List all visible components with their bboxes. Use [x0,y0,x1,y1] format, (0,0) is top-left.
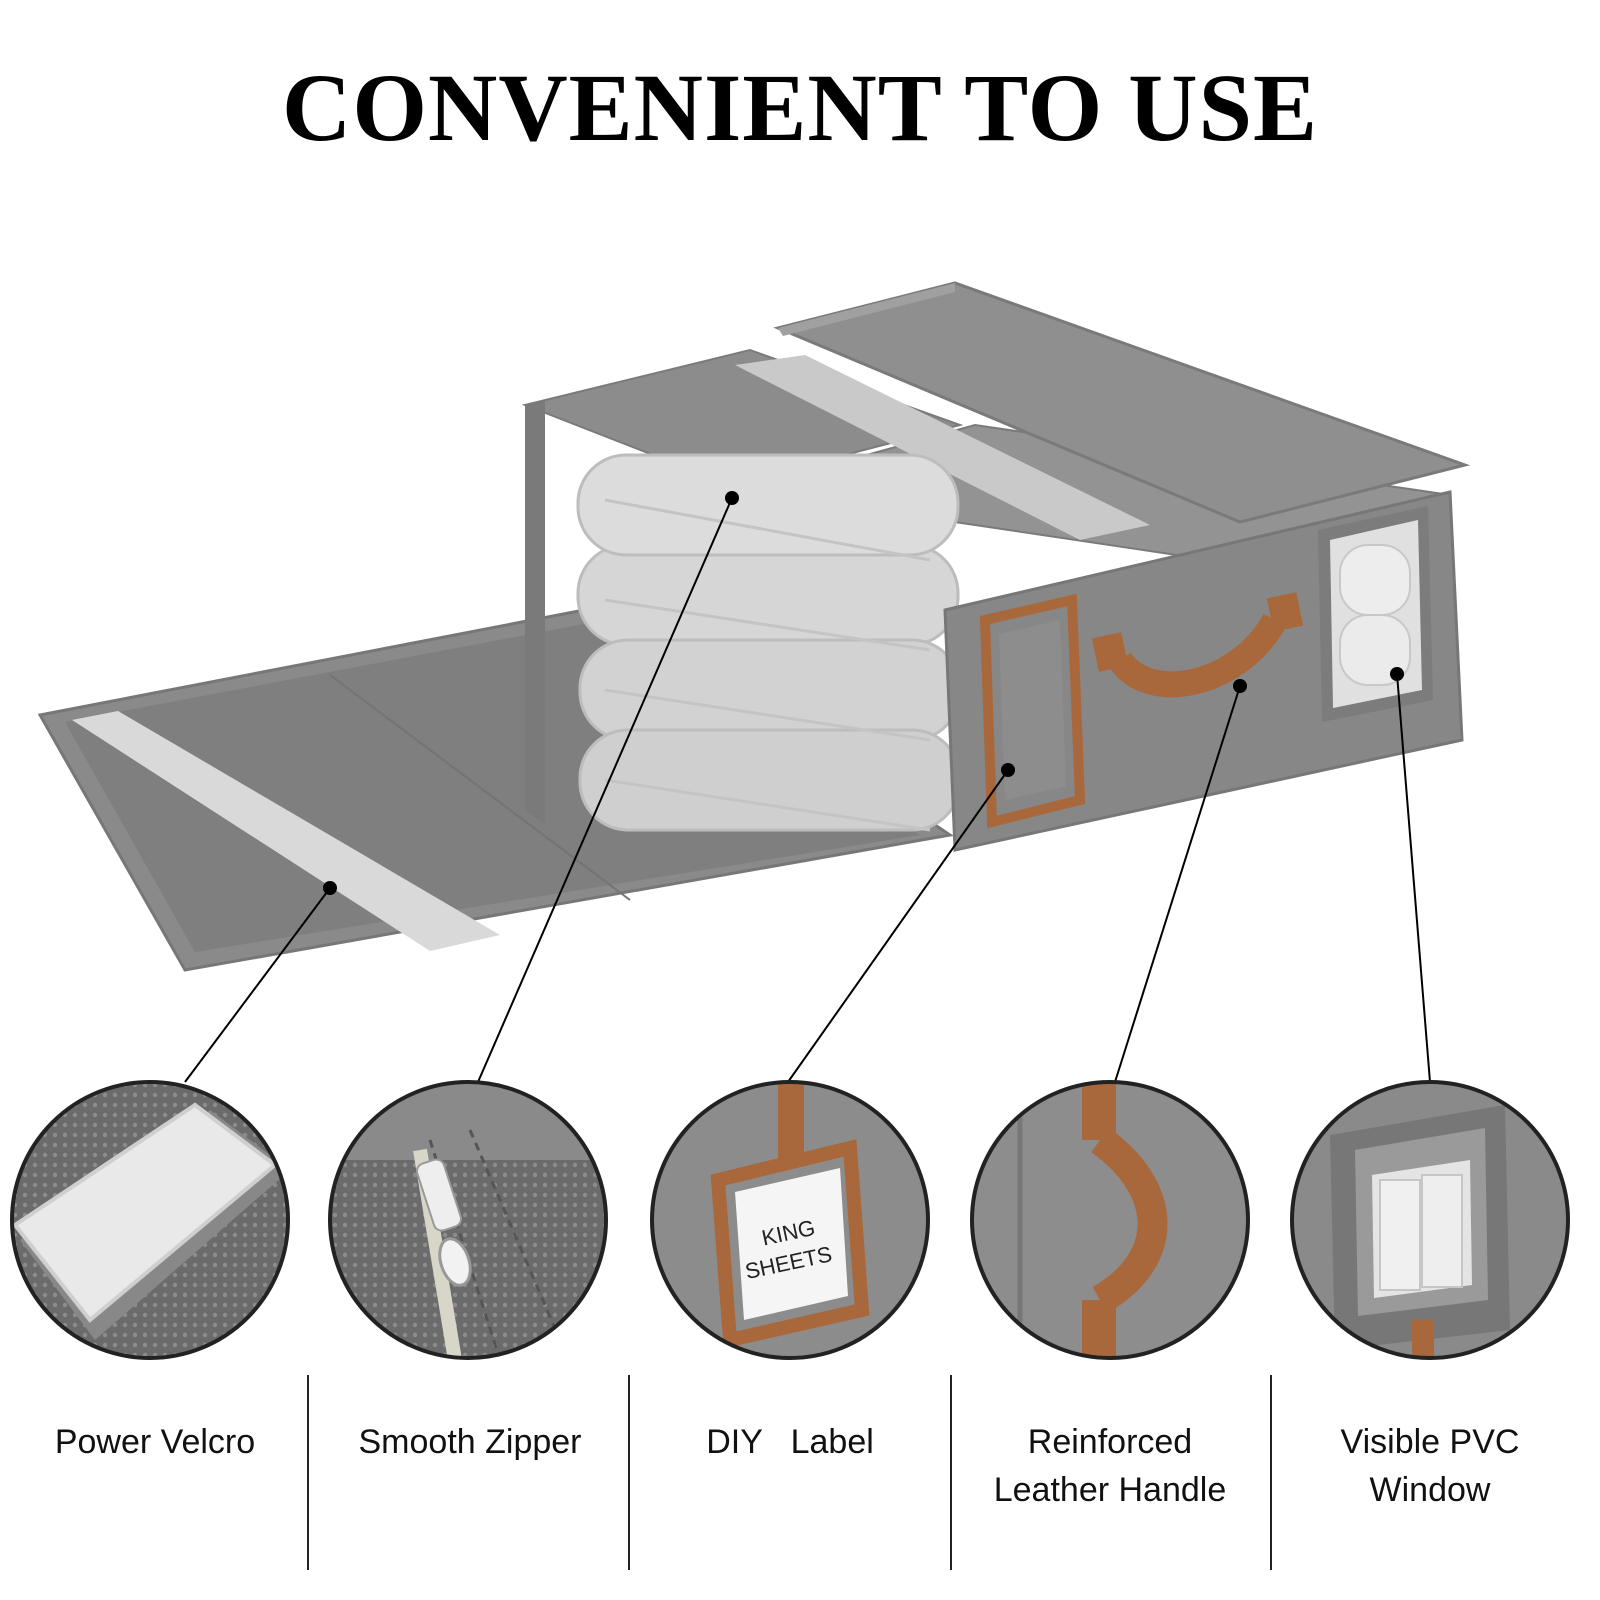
zoom-velcro [10,1080,290,1360]
divider [307,1375,309,1570]
flap-velcro-strip [72,711,500,951]
leader-dots [323,491,1404,895]
divider [950,1375,952,1570]
divider [1270,1375,1272,1570]
leather-handle [1091,592,1304,698]
storage-bag [37,281,1471,972]
zoom-window [1290,1080,1570,1360]
feature-label-handle: Reinforced Leather Handle [993,1423,1227,1509]
feature-label-window: Visible PVC Window [1340,1423,1520,1509]
feature-label-velcro: Power Velcro [54,1423,256,1461]
feature-label-diy-label: DIY Label [706,1423,874,1461]
feature-label-zipper: Smooth Zipper [358,1423,582,1461]
zoom-zipper [328,1080,608,1360]
box-top-velcro [735,355,1150,540]
folded-blankets [576,453,962,832]
zoom-handle [970,1080,1250,1360]
divider [628,1375,630,1570]
headline: CONVENIENT TO USE [281,54,1318,161]
pvc-window [1318,506,1433,722]
box-left-wall [525,400,545,825]
label-holder [979,593,1086,829]
leader-lines [184,497,1431,1083]
zoom-label: KING SHEETS [650,1080,930,1360]
